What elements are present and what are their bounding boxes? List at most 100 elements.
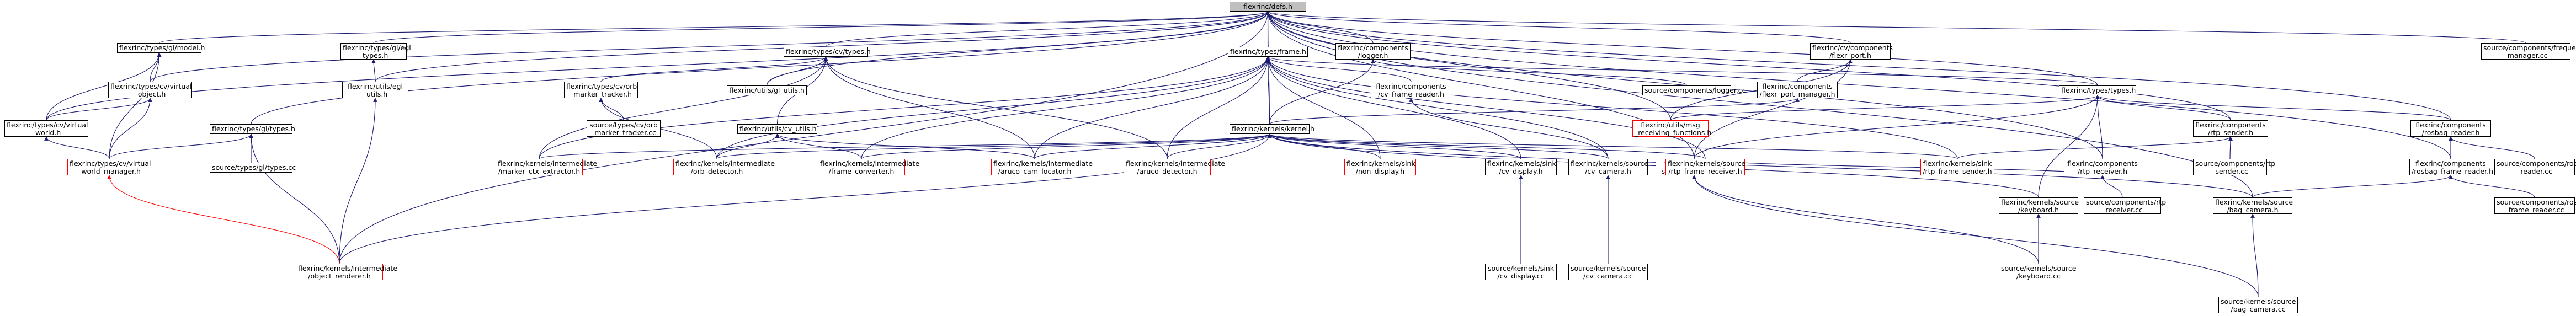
include-edge: [1670, 95, 2100, 121]
graph-node[interactable]: flexrinc/kernels/intermediate/aruco_cam_…: [991, 159, 1093, 175]
include-edge: [1694, 95, 2100, 159]
include-edge: [1957, 136, 2233, 159]
node-label: _manager.cc: [2504, 51, 2548, 60]
graph-node[interactable]: flexrinc/types/types.h: [2059, 85, 2136, 95]
graph-node[interactable]: source/kernels/source/bag_camera.cc: [2218, 297, 2298, 313]
node-label: flexrinc/components: [1762, 82, 1833, 90]
node-label: flexrinc/types/cv/orb: [566, 82, 637, 90]
graph-node[interactable]: flexrinc/types/cv/orb_marker_tracker.h: [564, 82, 638, 98]
graph-node[interactable]: flexrinc/kernels/sink/rtp_frame_sender.h: [1920, 159, 1994, 175]
graph-node[interactable]: flexrinc/utils/gl_utils.h: [727, 85, 807, 95]
graph-node[interactable]: flexrinc/kernels/intermediate/marker_ctx…: [496, 159, 597, 175]
node-label: flexrinc/types/frame.h: [1230, 47, 1306, 56]
graph-node[interactable]: source/components/logger.cc: [1642, 85, 1746, 95]
include-edge: [1265, 11, 1374, 44]
graph-node[interactable]: flexrinc/types/frame.h: [1228, 47, 1308, 57]
graph-node[interactable]: flexrinc/kernels/intermediate/aruco_dete…: [1124, 159, 1225, 175]
node-label: source/types/cv/orb: [589, 121, 658, 129]
graph-node[interactable]: flexrinc/kernels/source/keyboard.h: [1999, 197, 2079, 214]
node-label: source/kernels/source: [2001, 264, 2077, 272]
graph-node[interactable]: flexrinc/components/rtp_sender.h: [2193, 120, 2268, 137]
graph-node[interactable]: flexrinc/types/cv/virtual_world_manager.…: [67, 159, 151, 175]
include-edge: [46, 11, 1270, 121]
graph-node[interactable]: flexrinc/utils/cv_utils.h: [737, 124, 817, 134]
node-label: flexrinc/utils/gl_utils.h: [729, 86, 805, 94]
graph-node[interactable]: flexrinc/cv/components/flexr_port.h: [1810, 43, 1893, 60]
include-edge: [251, 11, 1270, 125]
include-edge: [1034, 56, 1270, 159]
include-edge: [1265, 56, 1521, 159]
graph-node[interactable]: flexrinc/components/cv_frame_reader.h: [1371, 82, 1451, 98]
graph-node[interactable]: flexrinc/defs.h: [1230, 2, 1306, 12]
include-edge: [1797, 59, 1853, 82]
node-label: flexrinc/utils/egl: [348, 82, 403, 90]
node-label: flexrinc/utils/cv_utils.h: [739, 125, 817, 133]
graph-node[interactable]: source/types/cv/orb_marker_tracker.cc: [587, 120, 661, 137]
node-label: _world_manager.h: [78, 167, 141, 175]
node-label: source/kernels/source: [2221, 297, 2296, 306]
node-label: flexrinc/components: [2195, 121, 2266, 129]
include-edge: [150, 11, 1270, 82]
graph-node[interactable]: flexrinc/utils/egl_utils.h: [342, 82, 408, 98]
include-edge: [1267, 133, 1521, 159]
graph-node[interactable]: flexrinc/components/flexr_port_manager.h: [1757, 82, 1838, 98]
node-label: flexrinc/types/types.h: [2061, 86, 2136, 94]
node-label: _receiving_functions.h: [1635, 128, 1712, 137]
graph-node[interactable]: flexrinc/kernels/sink/cv_display.h: [1485, 159, 1557, 175]
graph-node[interactable]: flexrinc/components/logger.h: [1335, 43, 1411, 60]
include-edge: [1034, 133, 1272, 159]
include-edge: [373, 11, 1270, 44]
node-label: /cv_display.cc: [1497, 272, 1545, 280]
graph-node[interactable]: flexrinc/types/gl/egl_types.h: [340, 43, 411, 60]
graph-node[interactable]: source/components/rosbag_frame_reader.cc: [2494, 197, 2576, 214]
node-label: _receiver.cc: [2102, 206, 2143, 214]
graph-node[interactable]: flexrinc/types/gl/types.h: [210, 124, 295, 134]
node-label: /object_renderer.h: [308, 272, 371, 280]
node-label: flexrinc/utils/msg: [1641, 121, 1700, 129]
node-label: /aruco_cam_locator.h: [998, 167, 1072, 175]
graph-node[interactable]: flexrinc/components/rosbag_frame_reader.…: [2409, 159, 2493, 175]
node-label: /rtp_frame_sender.h: [1923, 167, 1992, 175]
graph-node[interactable]: source/components/frequency_manager.cc: [2481, 43, 2576, 60]
graph-node[interactable]: flexrinc/components/rosbag_reader.h: [2410, 120, 2491, 137]
node-label: /cv_camera.h: [1585, 167, 1631, 175]
include-edge: [2038, 95, 2100, 198]
graph-node[interactable]: flexrinc/types/gl/model.h: [117, 43, 205, 53]
graph-node[interactable]: source/types/gl/types.cc: [210, 163, 296, 173]
graph-node[interactable]: source/components/rosbag_reader.cc: [2494, 159, 2576, 175]
node-label: flexrinc/kernels/sink: [1346, 159, 1415, 168]
graph-node[interactable]: flexrinc/kernels/intermediate/orb_detect…: [673, 159, 775, 175]
graph-node[interactable]: flexrinc/kernels/intermediate/frame_conv…: [818, 159, 919, 175]
graph-node[interactable]: flexrinc/utils/msg_receiving_functions.h: [1632, 120, 1712, 137]
node-label: flexrinc/components: [1338, 44, 1408, 52]
node-label: flexrinc/types/cv/virtual: [110, 82, 192, 90]
graph-node[interactable]: source/kernels/source/cv_camera.cc: [1568, 264, 1648, 280]
graph-node[interactable]: flexrinc/types/cv/types.h: [784, 47, 871, 57]
node-label: flexrinc/defs.h: [1243, 2, 1292, 10]
include-edge: [2095, 95, 2231, 121]
include-edge: [1265, 11, 1671, 121]
graph-node[interactable]: flexrinc/types/cv/virtual_object.h: [108, 82, 192, 98]
node-label: /non_display.h: [1355, 167, 1405, 175]
graph-node[interactable]: flexrinc/components/rtp_receiver.h: [2064, 159, 2141, 175]
graph-node[interactable]: source/components/rtp_receiver.cc: [2084, 197, 2166, 214]
graph-node[interactable]: flexrinc/types/cv/virtual_world.h: [4, 120, 88, 137]
include-edge: [2100, 175, 2123, 198]
graph-node[interactable]: source/kernels/sink/cv_display.cc: [1485, 264, 1557, 280]
node-label: source/kernels/source: [1571, 264, 1646, 272]
node-label: /orb_detector.h: [690, 167, 743, 175]
node-label: /keyboard.h: [2018, 206, 2059, 214]
include-edge: [1265, 11, 2451, 159]
graph-node[interactable]: source/components/rtp_sender.cc: [2193, 159, 2276, 175]
graph-node[interactable]: flexrinc/kernels/kernel.h: [1230, 124, 1314, 134]
graph-node[interactable]: flexrinc/kernels/intermediate/object_ren…: [296, 264, 397, 280]
graph-node[interactable]: flexrinc/kernels/source/rtp_frame_receiv…: [1665, 159, 1745, 175]
node-label: source/components/rtp: [2195, 159, 2276, 168]
graph-node[interactable]: flexrinc/kernels/source/cv_camera.h: [1568, 159, 1648, 175]
include-edge: [2250, 213, 2259, 297]
node-label: flexrinc/types/gl/model.h: [119, 44, 205, 52]
graph-node[interactable]: flexrinc/kernels/source/bag_camera.h: [2213, 197, 2293, 214]
node-label: _world.h: [31, 128, 61, 137]
graph-node[interactable]: flexrinc/kernels/sink/non_display.h: [1344, 159, 1416, 175]
graph-node[interactable]: source/kernels/source/keyboard.cc: [1999, 264, 2078, 280]
